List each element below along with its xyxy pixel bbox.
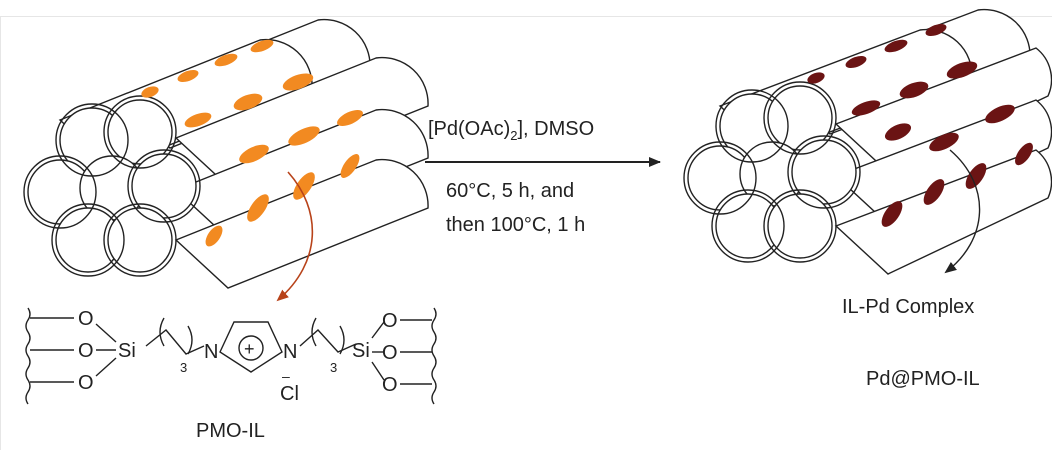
pd-site-6: [899, 81, 929, 99]
atom-si-left: Si: [118, 340, 136, 362]
orange-site-9: [288, 126, 320, 146]
left-wall: [25, 307, 31, 405]
orange-site-3: [214, 53, 238, 67]
subscript-3-left: 3: [180, 360, 187, 375]
charge-plus: +: [244, 339, 255, 359]
pd-site-3: [884, 39, 908, 53]
orange-site-7: [282, 73, 314, 91]
counter-ion-cl: Cl: [280, 383, 299, 405]
orange-site-2: [177, 69, 199, 83]
orange-site-12: [293, 172, 315, 200]
reagent-label: [Pd(OAc)2], DMSO: [428, 118, 595, 143]
atom-o-6: O: [382, 374, 398, 396]
orange-site-6: [233, 93, 263, 111]
figure-frame: [0, 16, 1052, 450]
pd-site-4: [925, 23, 947, 37]
subscript-3-right: 3: [330, 360, 337, 375]
orange-site-5: [184, 112, 212, 128]
orange-site-8: [239, 144, 269, 164]
pd-site-9: [929, 132, 959, 152]
pd-site-7: [946, 61, 978, 79]
right-wall: [431, 307, 437, 405]
pd-site-14: [1015, 142, 1033, 166]
pd-site-10: [985, 104, 1015, 124]
pd-site-13: [965, 163, 987, 189]
atom-o-3: O: [78, 372, 94, 394]
pd-site-5: [851, 100, 881, 116]
orange-site-4: [250, 39, 274, 53]
pmo-il-structure-text: O O O Si 3 N + N – Cl 3 Si O O O: [78, 308, 398, 405]
pmo-il-ionic-liquid-sites: [141, 39, 363, 247]
orange-site-14: [205, 225, 223, 247]
pmo-il-structure: [25, 307, 437, 405]
atom-o-2: O: [78, 340, 94, 362]
curved-arrow-left: [276, 171, 314, 302]
atom-si-right: Si: [352, 340, 370, 362]
atom-o-1: O: [78, 308, 94, 330]
pmo-il-bundle: [23, 18, 429, 289]
charge-minus: –: [282, 368, 290, 384]
il-pd-complex-label: IL-Pd Complex: [842, 296, 975, 318]
orange-site-11: [247, 194, 269, 222]
pd-site-2: [845, 55, 867, 69]
pd-pmo-il-label: Pd@PMO-IL: [866, 368, 980, 390]
atom-n-right: N: [283, 341, 297, 363]
atom-o-5: O: [382, 342, 398, 364]
orange-site-10: [337, 109, 363, 127]
pd-site-1: [807, 72, 825, 84]
pd-complex-sites: [807, 23, 1033, 227]
pd-site-12: [923, 179, 945, 205]
atom-o-4: O: [382, 310, 398, 332]
pd-site-8: [884, 123, 912, 141]
pmo-il-label: PMO-IL: [196, 420, 265, 442]
condition-line-2: then 100°C, 1 h: [446, 214, 586, 236]
pd-site-11: [881, 201, 903, 227]
orange-site-13: [340, 154, 360, 178]
pd-pmo-il-bundle: [683, 8, 1052, 275]
condition-line-1: 60°C, 5 h, and: [446, 180, 575, 202]
curved-arrow-right: [944, 149, 981, 274]
atom-n-left: N: [204, 341, 218, 363]
orange-site-1: [141, 86, 159, 98]
